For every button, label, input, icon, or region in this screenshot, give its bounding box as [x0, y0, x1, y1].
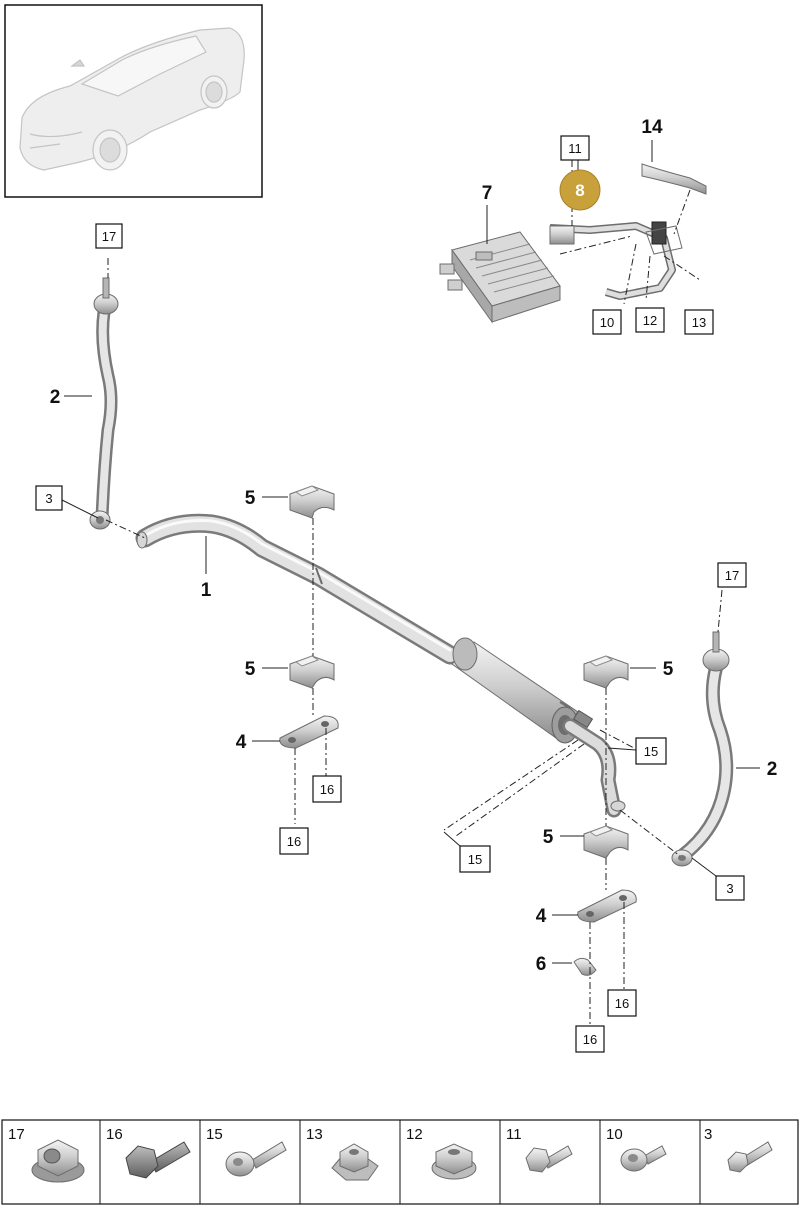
svg-text:17: 17	[725, 568, 739, 583]
legend-label-11: 11	[506, 1126, 522, 1143]
boxed-callout-10: 10	[592, 309, 622, 335]
assembly-lines	[105, 160, 723, 1024]
boxed-callout-15-a: 15	[635, 737, 667, 765]
car-illustration	[19, 27, 245, 171]
boxed-callout-15-b: 15	[459, 845, 491, 873]
boxed-callout-16-d: 16	[575, 1025, 605, 1053]
svg-text:3: 3	[45, 491, 52, 506]
control-unit	[439, 231, 561, 324]
boxed-callout-11: 11	[560, 135, 590, 161]
svg-text:16: 16	[583, 1032, 597, 1047]
callout-14: 14	[641, 117, 663, 138]
boxed-callout-13: 13	[684, 309, 714, 335]
leader-lines	[61, 140, 760, 964]
boxed-callout-3-left: 3	[35, 485, 63, 511]
spacer-part	[573, 957, 597, 976]
svg-text:13: 13	[692, 315, 706, 330]
callout-1: 1	[201, 580, 212, 601]
weld-nut-icon	[331, 1143, 379, 1181]
boxed-callout-16-a: 16	[312, 775, 342, 803]
boxed-callout-3-right: 3	[715, 875, 745, 901]
highlighted-callout-8: 8	[559, 169, 601, 211]
svg-text:17: 17	[102, 229, 116, 244]
boxed-callout-16-c: 16	[607, 989, 637, 1017]
callout-7: 7	[482, 183, 493, 204]
rubber-mount-lower-left	[289, 655, 335, 689]
svg-text:15: 15	[468, 852, 482, 867]
callout-2-left: 2	[50, 387, 61, 408]
callout-5-b: 5	[245, 659, 256, 680]
flange-screw-icon	[225, 1141, 287, 1177]
vehicle-thumbnail	[4, 4, 263, 198]
svg-text:15: 15	[644, 744, 658, 759]
coupling-link-right	[671, 631, 734, 867]
rubber-mount-lower-right	[583, 825, 629, 859]
callout-labels: 1 2 2 4 4 5 5 5 5 6 7 14	[50, 117, 778, 975]
svg-text:10: 10	[600, 315, 614, 330]
hex-nut-icon	[431, 1143, 477, 1180]
callout-4-left: 4	[236, 732, 247, 753]
callout-6: 6	[536, 954, 547, 975]
callout-5-c: 5	[663, 659, 674, 680]
small-screw-icon	[727, 1141, 773, 1173]
callout-8: 8	[575, 181, 584, 200]
callout-5-a: 5	[245, 488, 256, 509]
callout-4-right: 4	[536, 906, 547, 927]
svg-text:11: 11	[568, 141, 582, 156]
small-bolt-icon	[525, 1145, 573, 1173]
boxed-callouts: 17 17 3 3 11 10 12 13	[35, 135, 747, 1053]
flange-nut-icon	[31, 1139, 85, 1183]
bracket-assembly	[549, 163, 707, 300]
legend-label-12: 12	[406, 1126, 423, 1143]
stabilizer-bar	[135, 513, 626, 818]
coupling-link-left	[89, 277, 119, 530]
rubber-mount-upper-right	[583, 655, 629, 689]
legend-label-16: 16	[106, 1126, 123, 1143]
boxed-callout-17-left: 17	[95, 223, 123, 249]
boxed-callout-12: 12	[635, 307, 665, 333]
svg-text:16: 16	[320, 782, 334, 797]
clamp-left	[279, 715, 339, 749]
hex-bolt-icon	[125, 1141, 191, 1179]
callout-5-d: 5	[543, 827, 554, 848]
fastener-legend: 17 16 15 13 12 11 10 3	[1, 1119, 799, 1205]
legend-label-17: 17	[8, 1126, 25, 1143]
svg-text:16: 16	[287, 834, 301, 849]
legend-label-3: 3	[704, 1126, 712, 1143]
boxed-callout-17-right: 17	[717, 562, 747, 588]
svg-text:3: 3	[726, 881, 733, 896]
callout-2-right: 2	[767, 759, 778, 780]
legend-label-15: 15	[206, 1126, 223, 1143]
rubber-mount-upper-left	[289, 485, 335, 519]
pan-head-screw-icon	[620, 1145, 667, 1172]
clamp-right	[577, 889, 637, 923]
boxed-callout-16-b: 16	[279, 827, 309, 855]
legend-label-13: 13	[306, 1126, 323, 1143]
svg-text:12: 12	[643, 313, 657, 328]
svg-text:16: 16	[615, 996, 629, 1011]
legend-label-10: 10	[606, 1126, 623, 1143]
